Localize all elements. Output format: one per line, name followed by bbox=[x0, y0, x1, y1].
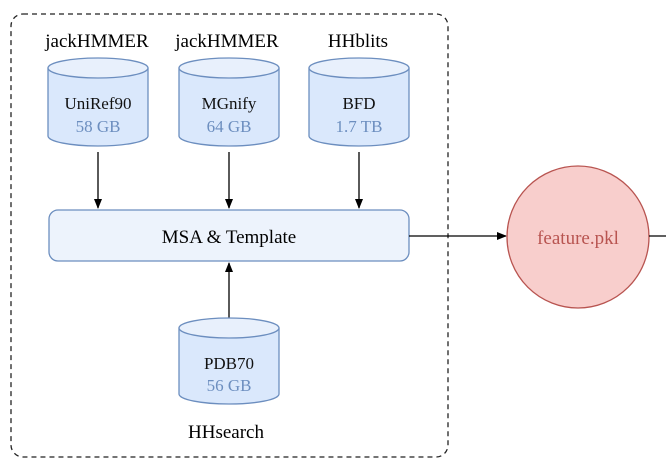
database-name: MGnify bbox=[202, 94, 257, 113]
database-name: BFD bbox=[342, 94, 375, 113]
database-mgnify: jackHMMER MGnify 64 GB bbox=[174, 31, 280, 147]
cylinder-icon bbox=[47, 68, 149, 147]
msa-template-label: MSA & Template bbox=[162, 227, 296, 248]
database-size: 64 GB bbox=[207, 117, 252, 136]
database-size: 56 GB bbox=[207, 376, 252, 395]
database-name: UniRef90 bbox=[64, 94, 131, 113]
database-name: PDB70 bbox=[204, 354, 254, 373]
database-bfd: HHblits BFD 1.7 TB bbox=[308, 31, 410, 147]
msa-template-box: MSA & Template bbox=[48, 209, 410, 262]
tool-label-jackhmmer-1: jackHMMER bbox=[44, 31, 149, 52]
database-pdb70: PDB70 56 GB HHsearch bbox=[178, 317, 280, 443]
cylinder-icon bbox=[178, 68, 280, 147]
cylinder-icon bbox=[178, 328, 280, 405]
cylinder-icon bbox=[308, 68, 410, 147]
database-size: 58 GB bbox=[76, 117, 121, 136]
tool-label-jackhmmer-2: jackHMMER bbox=[174, 31, 279, 52]
tool-label-hhsearch: HHsearch bbox=[188, 422, 264, 443]
tool-label-hhblits: HHblits bbox=[328, 31, 388, 52]
feature-pkl-label: feature.pkl bbox=[537, 228, 619, 249]
feature-pkl-node: feature.pkl bbox=[506, 165, 650, 309]
database-uniref90: jackHMMER UniRef90 58 GB bbox=[44, 31, 149, 147]
output-circle bbox=[506, 165, 650, 309]
database-size: 1.7 TB bbox=[336, 117, 383, 136]
